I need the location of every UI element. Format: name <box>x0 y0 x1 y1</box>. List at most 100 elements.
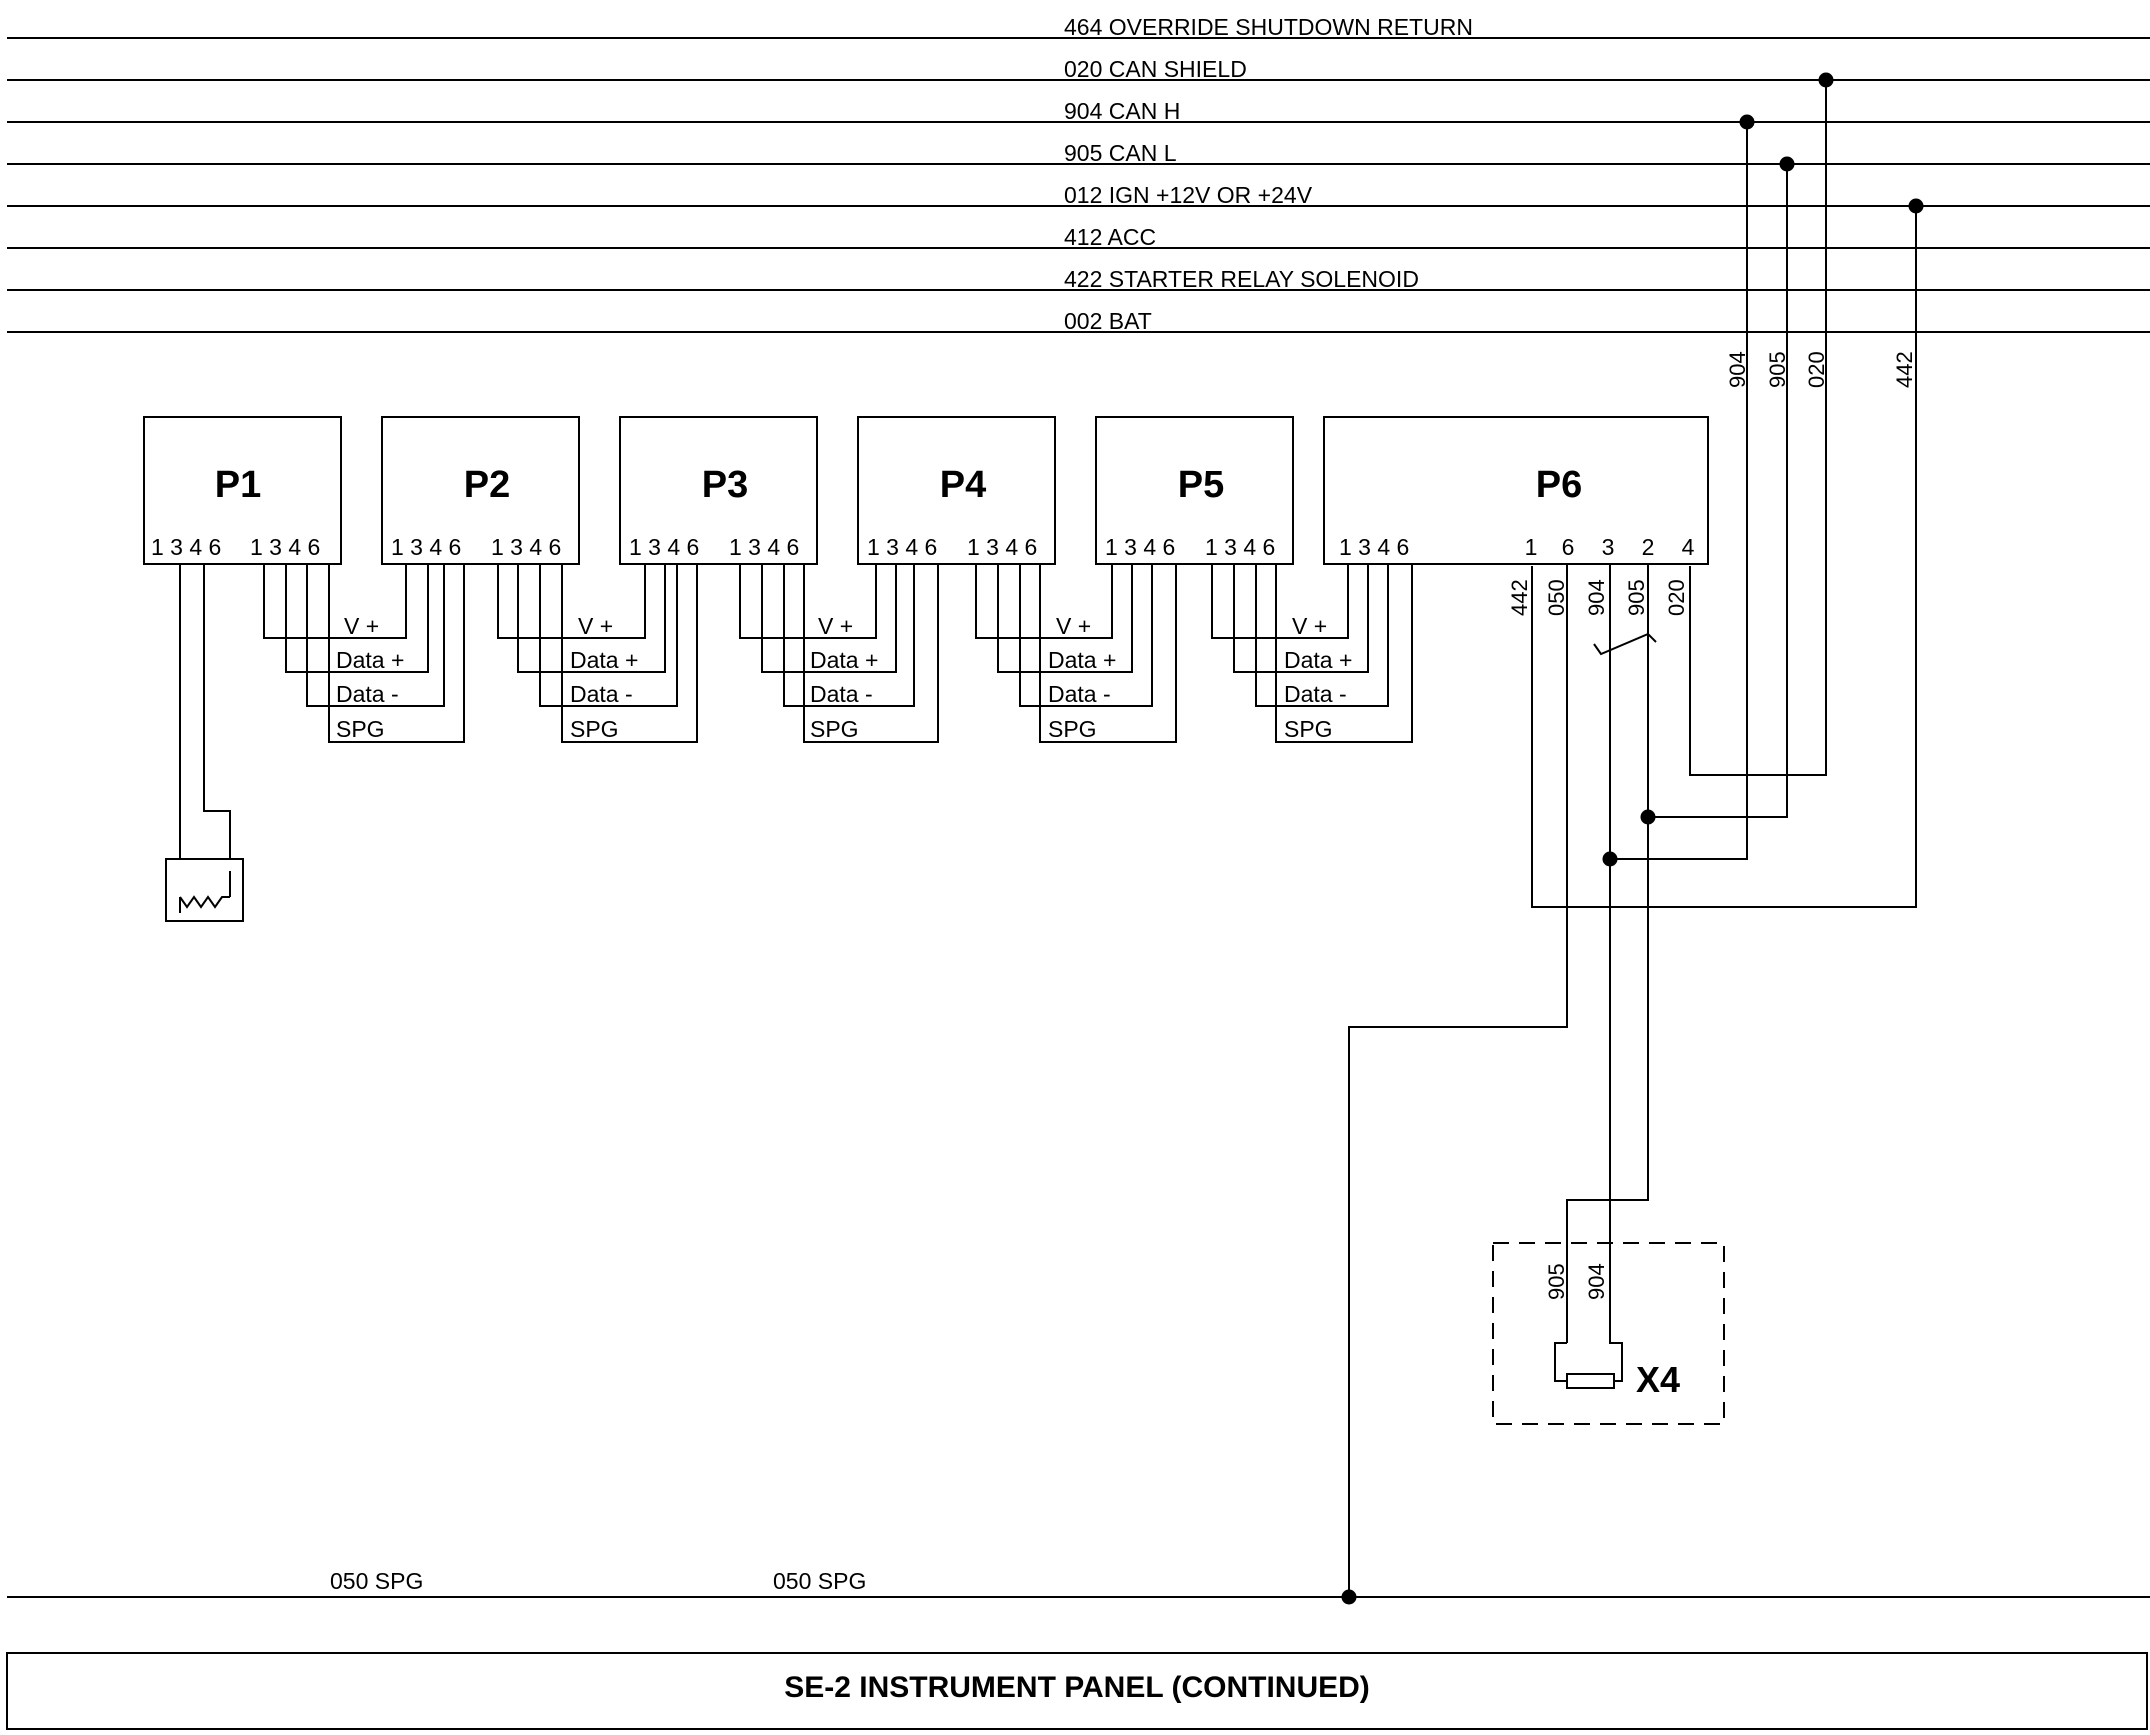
pin-numbers-left: 1 3 4 6 <box>867 534 937 560</box>
pin-numbers-left: 1 3 4 6 <box>391 534 461 560</box>
sender-box <box>165 858 244 922</box>
bus-label: 422 STARTER RELAY SOLENOID <box>1064 266 1419 292</box>
link-label: Data - <box>810 681 873 707</box>
pin-numbers-left: 1 3 4 6 <box>151 534 221 560</box>
link-wire-data-minus <box>306 564 445 707</box>
link-label: Data + <box>336 647 404 673</box>
link-wire-data-plus <box>285 564 429 673</box>
pin-number: 3 <box>1602 534 1615 560</box>
link-wire-data-minus <box>1019 564 1153 707</box>
x4-wire <box>1554 1342 1567 1382</box>
link-label: SPG <box>336 716 385 742</box>
module-p3: P3 1 3 4 6 1 3 4 6 <box>619 416 818 565</box>
pin-numbers-right: 1 3 4 6 <box>967 534 1037 560</box>
link-wire-data-minus <box>1255 564 1389 707</box>
link-wire-data-plus <box>761 564 897 673</box>
link-wire-v-plus <box>975 564 1113 639</box>
bus-label: 012 IGN +12V OR +24V <box>1064 182 1313 208</box>
link-wire-data-plus <box>517 564 666 673</box>
wire-id-label: 442 <box>1892 351 1917 388</box>
link-label: Data + <box>1048 647 1116 673</box>
wire-904 <box>1609 564 1612 1344</box>
bus-labels: 464 OVERRIDE SHUTDOWN RETURN 020 CAN SHI… <box>1064 14 1473 334</box>
link-wire-data-plus <box>1233 564 1369 673</box>
module-p5: P5 1 3 4 6 1 3 4 6 <box>1095 416 1294 565</box>
module-title: P6 <box>1536 464 1582 506</box>
wire-id-label: 905 <box>1544 1263 1569 1300</box>
module-p6: P6 1 3 4 6 1 6 3 2 4 <box>1323 416 1709 565</box>
bus-label: 905 CAN L <box>1064 140 1177 166</box>
title-block: SE-2 INSTRUMENT PANEL (CONTINUED) <box>6 1652 2148 1730</box>
junction-dot <box>1739 114 1755 130</box>
bus-lines <box>7 37 2150 333</box>
drop-wire-020 <box>1689 80 1827 776</box>
wire-id-label: 020 <box>1664 579 1689 616</box>
link-wire-data-minus <box>539 564 678 707</box>
bus-label: 904 CAN H <box>1064 98 1180 124</box>
module-title: P5 <box>1178 464 1224 506</box>
link-label: V + <box>344 613 379 639</box>
pin-numbers-right: 1 3 4 6 <box>250 534 320 560</box>
module-title: P4 <box>940 464 986 506</box>
junction-dot <box>1779 156 1795 172</box>
resistor-icon <box>1566 1373 1615 1389</box>
link-label: V + <box>1292 613 1327 639</box>
link-label: V + <box>818 613 853 639</box>
x4-dashed-box <box>1492 1242 1725 1425</box>
module-box <box>1323 416 1709 565</box>
pin-numbers-right: 1 3 4 6 <box>729 534 799 560</box>
ground-label: 050 SPG <box>330 1568 423 1594</box>
junction-dot <box>1908 198 1924 214</box>
module-box <box>857 416 1056 565</box>
module-p4: P4 1 3 4 6 1 3 4 6 <box>857 416 1056 565</box>
bus-label: 002 BAT <box>1064 308 1152 334</box>
wire-id-label: 905 <box>1624 579 1649 616</box>
junction-dot <box>1602 851 1618 867</box>
resistor-icon <box>179 895 230 909</box>
drop-wire-442 <box>1531 206 1917 908</box>
p6-output-wires <box>1348 564 1657 1597</box>
module-box <box>1095 416 1294 565</box>
link-p2-p3: V + Data + Data - SPG <box>497 564 698 743</box>
link-label: SPG <box>1284 716 1333 742</box>
bus-drops <box>1531 80 1917 908</box>
link-p3-p4: V + Data + Data - SPG <box>739 564 939 743</box>
x4-label: X4 <box>1636 1359 1680 1400</box>
p6-junction-dots <box>1602 809 1656 867</box>
drop-wire-labels: 904 905 020 442 <box>1725 351 1917 388</box>
bus-label: 464 OVERRIDE SHUTDOWN RETURN <box>1064 14 1473 40</box>
link-p4-p5: V + Data + Data - SPG <box>975 564 1177 743</box>
link-label: Data + <box>1284 647 1352 673</box>
link-wire-v-plus <box>497 564 646 639</box>
drop-wire-904 <box>1610 122 1748 860</box>
link-label: Data + <box>570 647 638 673</box>
title-box <box>6 1652 2148 1730</box>
ground-label: 050 SPG <box>773 1568 866 1594</box>
wire-id-label: 020 <box>1804 351 1829 388</box>
link-label: Data - <box>1048 681 1111 707</box>
wire-id-label: 050 <box>1544 579 1569 616</box>
link-label: V + <box>578 613 613 639</box>
twisted-pair-mark <box>1593 632 1657 656</box>
p6-wire-labels: 442 050 904 905 020 <box>1507 579 1689 616</box>
link-label: SPG <box>570 716 619 742</box>
link-label: SPG <box>1048 716 1097 742</box>
bus-label: 412 ACC <box>1064 224 1156 250</box>
pin-numbers-left: 1 3 4 6 <box>1339 534 1409 560</box>
link-wire-spg <box>1275 564 1413 743</box>
bus-label: 020 CAN SHIELD <box>1064 56 1247 82</box>
wire-id-label: 905 <box>1765 351 1790 388</box>
module-box <box>619 416 818 565</box>
link-label: V + <box>1056 613 1091 639</box>
link-wire-spg <box>803 564 939 743</box>
link-wire-v-plus <box>1211 564 1349 639</box>
module-title: P2 <box>464 464 510 506</box>
pin-number: 6 <box>1562 534 1575 560</box>
pin-numbers-left: 1 3 4 6 <box>1105 534 1175 560</box>
module-box <box>143 416 342 565</box>
p1-sender <box>165 564 244 922</box>
x4-terminator: 905 904 X4 <box>1492 1242 1725 1425</box>
link-wire-v-plus <box>263 564 407 639</box>
junction-dot <box>1818 72 1834 88</box>
